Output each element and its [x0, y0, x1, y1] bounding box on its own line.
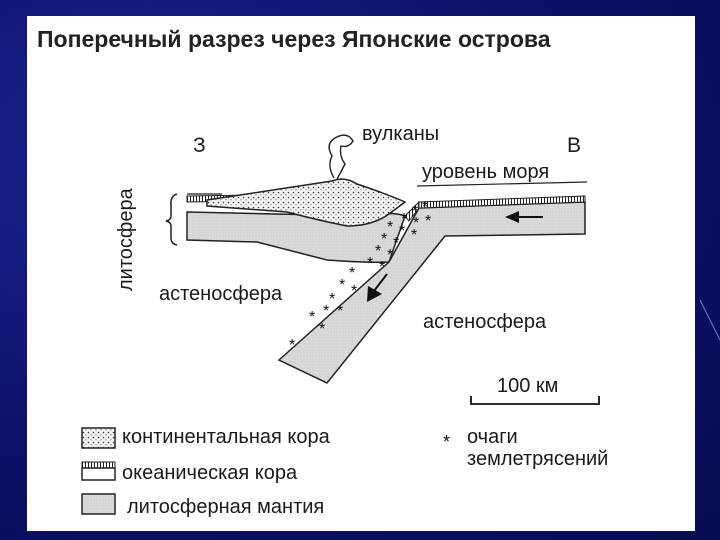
svg-text:*: * [425, 213, 431, 230]
legend-earthquake-foci-line2: землетрясений [467, 448, 608, 470]
east-label: В [567, 134, 581, 157]
scale-label: 100 км [497, 375, 558, 397]
volcanoes-label: вулканы [362, 123, 439, 145]
svg-text:*: * [323, 303, 329, 320]
svg-text:*: * [339, 277, 345, 294]
legend-earthquake-foci-line1: очаги [467, 426, 518, 448]
legend-lithospheric-mantle: литосферная мантия [127, 496, 324, 518]
lithosphere-label: литосфера [115, 187, 137, 291]
svg-text:*: * [393, 235, 399, 252]
sea-level-label: уровень моря [422, 161, 549, 183]
decorative-line [700, 300, 720, 360]
svg-text:*: * [329, 291, 335, 308]
scale-bar [471, 396, 599, 404]
svg-text:*: * [289, 337, 295, 354]
svg-text:*: * [399, 223, 405, 240]
svg-text:*: * [351, 283, 357, 300]
svg-text:*: * [411, 227, 417, 244]
svg-text:*: * [381, 231, 387, 248]
legend-swatch-mantle [82, 494, 115, 514]
asthenosphere-left-label: астеносфера [159, 283, 283, 305]
legend-star-symbol: * [443, 432, 450, 452]
svg-text:*: * [387, 219, 393, 236]
svg-text:*: * [337, 303, 343, 320]
legend-oceanic-crust: океаническая кора [122, 462, 297, 484]
svg-text:*: * [349, 265, 355, 282]
svg-text:*: * [319, 321, 325, 338]
svg-text:*: * [379, 259, 385, 276]
slide-content: Поперечный разрез через Японские острова [27, 16, 695, 531]
west-label: З [193, 134, 206, 157]
lithosphere-bracket [166, 194, 177, 245]
svg-text:*: * [309, 309, 315, 326]
svg-text:*: * [387, 247, 393, 264]
svg-text:*: * [367, 255, 373, 272]
legend-swatch-oceanic [82, 462, 115, 480]
legend-continental-crust: континентальная кора [122, 426, 330, 448]
legend-swatch-continental [82, 428, 115, 448]
svg-text:*: * [375, 243, 381, 260]
asthenosphere-right-label: астеносфера [423, 311, 547, 333]
volcano-plume [329, 135, 353, 179]
